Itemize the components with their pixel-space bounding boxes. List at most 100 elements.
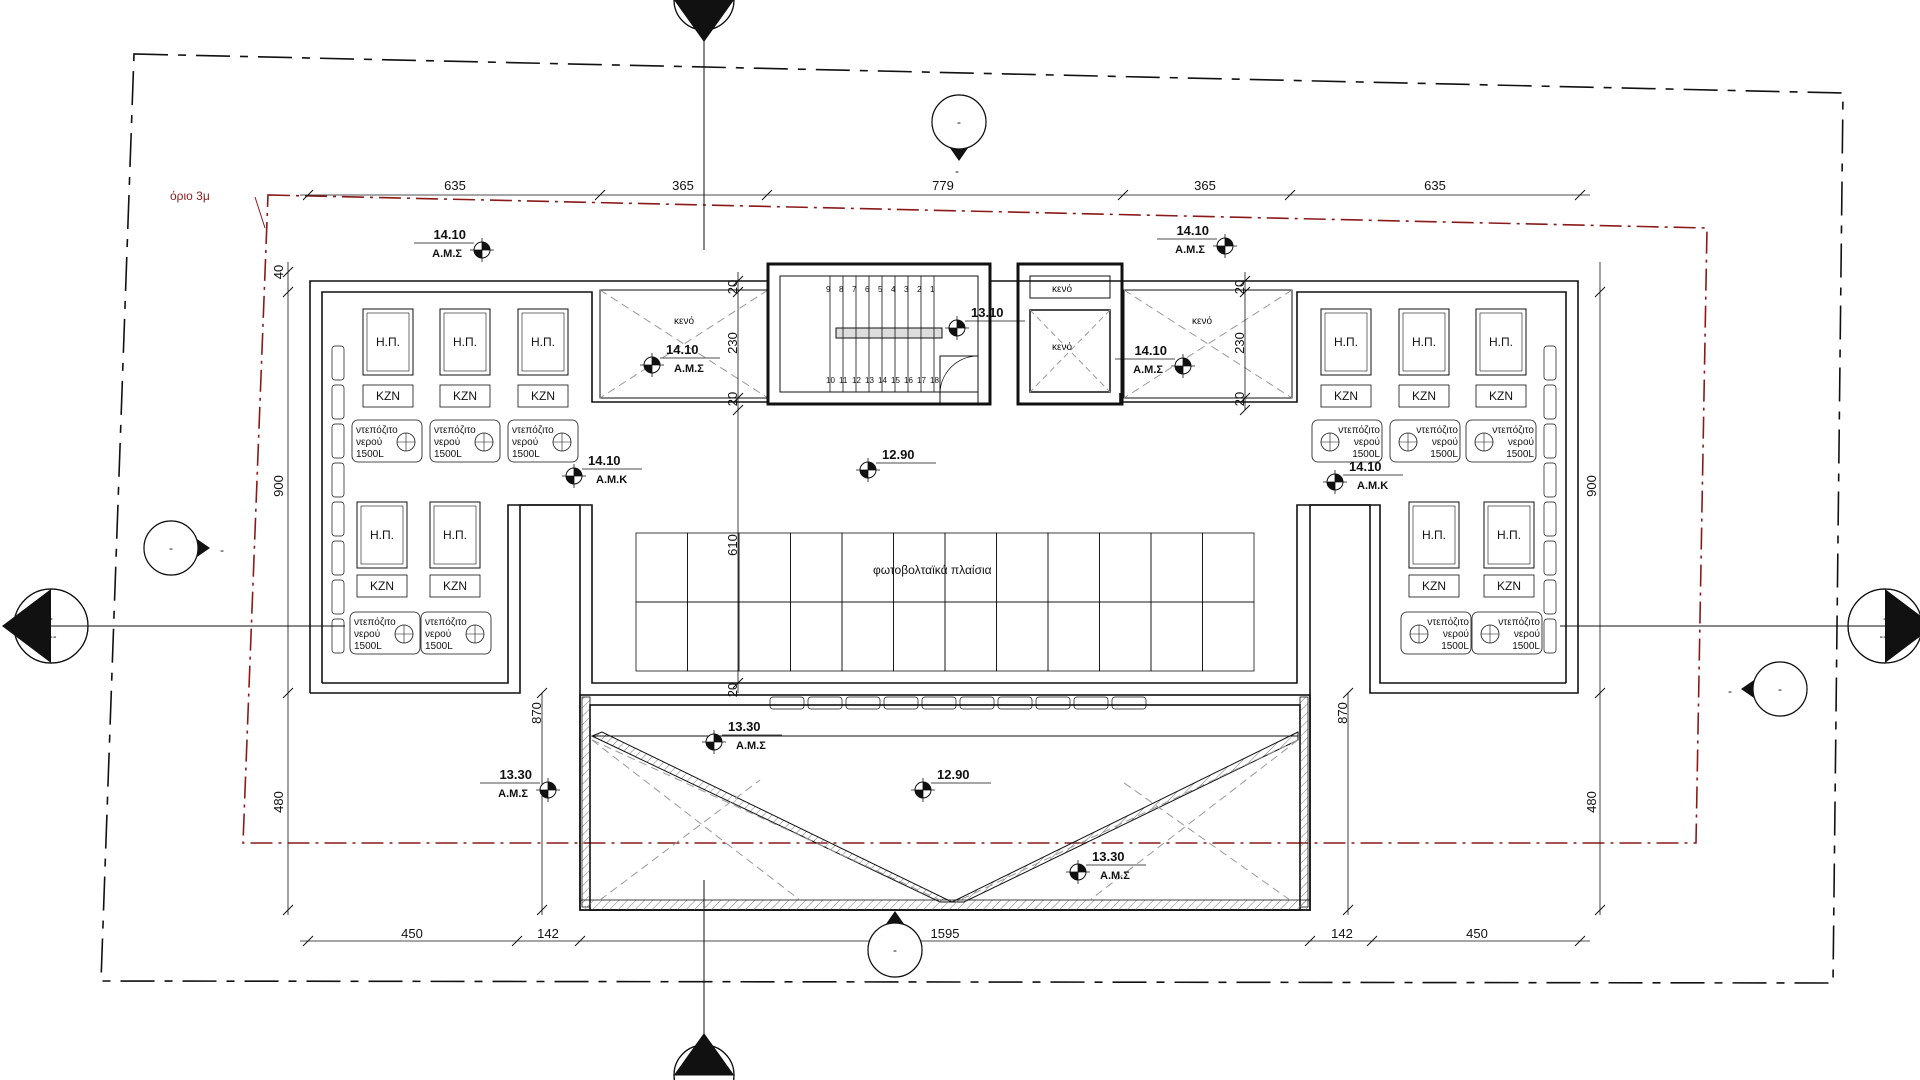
section-marker: - (143, 520, 210, 576)
elevator-core: κενό κενό (1016, 262, 1124, 406)
stair-step-number: 14 (878, 376, 887, 385)
building-outline (309, 263, 1579, 911)
stair-step-number: 9 (826, 285, 831, 294)
pv-panel (1150, 532, 1203, 603)
pv-panel (1150, 601, 1203, 672)
section-symbol: - (220, 543, 224, 557)
rail-segment (1543, 423, 1557, 459)
kzn-unit: KZN (1408, 574, 1460, 598)
dim-right-2: 480 (1584, 791, 1599, 813)
tank-label: 1500L (425, 641, 453, 652)
heat-pump-label: Η.Π. (376, 335, 400, 349)
pv-panel (996, 601, 1049, 672)
heat-pump-label: Η.Π. (531, 335, 555, 349)
stair-step-number: 16 (904, 376, 913, 385)
section-symbol: - (702, 1060, 706, 1074)
tank-label: ντεπόζιτο (1492, 424, 1534, 436)
dim-inner: 610 (725, 534, 740, 556)
gutter-segment (883, 696, 919, 710)
tank-label: νερού (354, 628, 380, 640)
tank-label: ντεπόζιτο (1338, 424, 1380, 436)
pv-panel (1047, 601, 1100, 672)
gutter-segment (845, 696, 881, 710)
heat-pump-label: Η.Π. (1334, 335, 1358, 349)
kzn-unit: KZN (517, 384, 569, 408)
dim-left-3: 480 (271, 791, 286, 813)
tank-label: νερού (1514, 628, 1540, 640)
dim-inner: 870 (1335, 702, 1350, 724)
rail-segment (1543, 579, 1557, 615)
kzn-label: KZN (1334, 389, 1358, 403)
dim-inner: 20 (725, 280, 740, 294)
section-symbol: - (955, 164, 959, 178)
tank-label: ντεπόζιτο (354, 616, 396, 628)
level-value: 14.10 (1349, 459, 1382, 474)
kzn-unit: KZN (362, 384, 414, 408)
dim-inner: 20 (725, 683, 740, 697)
section-marker: - (1741, 661, 1808, 717)
section-symbol: - (893, 943, 897, 957)
tank-label: 1500L (1506, 449, 1534, 460)
dim-bottom-3: 1595 (931, 926, 960, 941)
tank-label: 1500L (356, 449, 384, 460)
void-label: κενό (674, 315, 694, 327)
pv-panel (790, 532, 843, 603)
pv-panel (996, 532, 1049, 603)
level-code: Α.Μ.Σ (1100, 870, 1130, 882)
pv-panel (1099, 601, 1152, 672)
gutter-segment (769, 696, 805, 710)
level-mark: 12.90 (856, 447, 936, 482)
level-mark: 13.30Α.Μ.Σ (480, 767, 560, 802)
level-code: Α.Μ.Σ (1175, 244, 1205, 256)
stair-step-number: 5 (878, 285, 883, 294)
level-mark: 14.10Α.Μ.Σ (640, 342, 720, 377)
level-mark: 14.10Α.Μ.Σ (1115, 343, 1195, 378)
dim-inner: 20 (1232, 392, 1247, 406)
section-marker: ---- (2, 588, 89, 664)
stair-step-number: 8 (839, 285, 844, 294)
level-value: 14.10 (433, 227, 466, 242)
side-rails (331, 345, 1557, 654)
level-value: 12.90 (882, 447, 915, 462)
pv-panel (738, 532, 791, 603)
section-symbol: - (49, 611, 53, 625)
stair-step-number: 15 (891, 376, 900, 385)
dim-inner: 20 (725, 392, 740, 406)
heat-pump-unit: Η.Π. (1475, 308, 1527, 376)
tank-label: νερού (1508, 436, 1534, 448)
tank-label: 1500L (434, 449, 462, 460)
heat-pump-label: Η.Π. (1497, 528, 1521, 542)
dim-inner: 20 (1232, 280, 1247, 294)
dim-bottom-1: 450 (401, 926, 423, 941)
kzn-unit: KZN (1475, 384, 1527, 408)
section-marker: - (867, 911, 923, 978)
rail-segment (331, 579, 345, 615)
kzn-label: KZN (531, 389, 555, 403)
level-value: 13.10 (971, 305, 1004, 320)
tank-label: ντεπόζιτο (434, 424, 476, 436)
gutter-segment (997, 696, 1033, 710)
heat-pump-label: Η.Π. (443, 528, 467, 542)
heat-pump-unit: Η.Π. (362, 308, 414, 376)
gutter-segment (921, 696, 957, 710)
pv-panel (738, 601, 791, 672)
dim-bottom-2: 142 (537, 926, 559, 941)
rail-segment (1543, 345, 1557, 381)
pv-panel (635, 601, 688, 672)
dim-top-3: 779 (932, 178, 954, 193)
section-marker: ---- (673, 0, 735, 42)
level-mark: 13.30Α.Μ.Σ (1066, 849, 1146, 884)
level-code: Α.Μ.Κ (596, 474, 627, 486)
kzn-label: KZN (1422, 579, 1446, 593)
gutter-segment (1035, 696, 1071, 710)
